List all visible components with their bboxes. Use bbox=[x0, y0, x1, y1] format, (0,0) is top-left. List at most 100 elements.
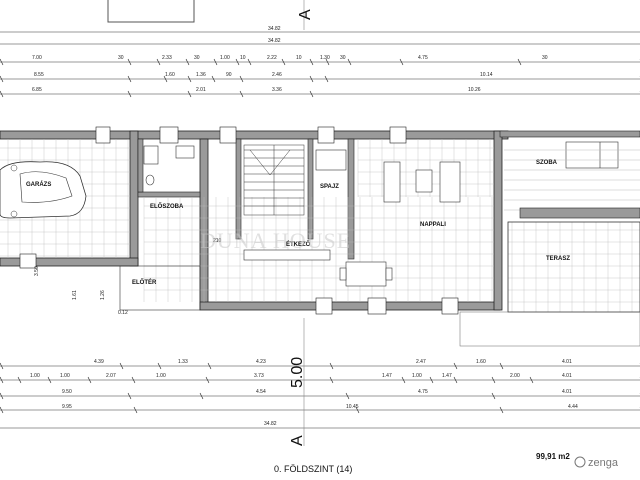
tick bbox=[187, 75, 192, 83]
dim-label: 30 bbox=[118, 55, 124, 61]
bottom-dim-row-4: 9.95 10.45 4.44 bbox=[62, 404, 578, 410]
tick bbox=[499, 362, 504, 370]
dim-label: 1.47 bbox=[382, 373, 392, 379]
svg-text:A: A bbox=[297, 9, 314, 20]
tick bbox=[0, 58, 4, 66]
brand-label: zenga bbox=[588, 457, 619, 469]
floor-level-title: 0. FÖLDSZINT (14) bbox=[274, 464, 352, 474]
tick bbox=[0, 362, 4, 370]
dim-label: 2.01 bbox=[196, 87, 206, 93]
tick bbox=[131, 376, 136, 384]
dim-label: 1.30 bbox=[320, 55, 330, 61]
tick bbox=[235, 58, 240, 66]
tick bbox=[0, 392, 4, 400]
dim-label: 4.75 bbox=[418, 389, 428, 395]
dim-label: 1.33 bbox=[178, 359, 188, 365]
tick bbox=[127, 392, 132, 400]
stairs-icon bbox=[243, 144, 305, 216]
kitchen-counter bbox=[243, 149, 347, 261]
room-label-dining: ÉTKEZŐ bbox=[286, 240, 311, 248]
bedroom-wall bbox=[519, 207, 640, 219]
floor-area: 99,91 m2 bbox=[536, 452, 570, 461]
tick bbox=[133, 406, 138, 414]
tick bbox=[163, 75, 168, 83]
room-label-pantry: SPAJZ bbox=[320, 184, 339, 190]
tick bbox=[247, 58, 252, 66]
tick bbox=[281, 58, 286, 66]
dim-label: 2.07 bbox=[106, 373, 116, 379]
top-dim-total-2: 34.82 bbox=[268, 38, 281, 44]
dim-label: 9.95 bbox=[62, 404, 72, 410]
dim-label: 4.01 bbox=[562, 389, 572, 395]
dim-label: 1.36 bbox=[196, 72, 206, 78]
dim-label: 10 bbox=[296, 55, 302, 61]
small-label: 210 bbox=[213, 238, 222, 244]
tick bbox=[185, 58, 190, 66]
tick bbox=[309, 58, 314, 66]
tick bbox=[156, 58, 161, 66]
room-label-hall: ELŐSZOBA bbox=[150, 203, 184, 210]
dim-label: 90 bbox=[226, 72, 232, 78]
tick bbox=[329, 362, 334, 370]
tick bbox=[347, 58, 352, 66]
dim-label: 1.00 bbox=[220, 55, 230, 61]
tick bbox=[213, 58, 218, 66]
vertical-dim-label: 5.00 bbox=[289, 357, 306, 388]
bottom-dim-row-1: 4.39 1.33 4.23 2.47 1.60 4.01 bbox=[94, 359, 572, 365]
bottom-dimension-ticks bbox=[0, 362, 640, 414]
room-label-living: NAPPALI bbox=[420, 222, 446, 228]
top-dimension-lines bbox=[0, 31, 640, 95]
bedroom-floor-lines bbox=[504, 149, 640, 211]
dining-table-icon bbox=[339, 261, 393, 287]
dim-label: 30 bbox=[194, 55, 200, 61]
tick bbox=[17, 376, 22, 384]
dim-label: 7.00 bbox=[32, 55, 42, 61]
dim-label: 3.36 bbox=[272, 87, 282, 93]
sofa-icon bbox=[383, 161, 461, 203]
room-label-bedroom: SZOBA bbox=[536, 160, 558, 166]
tick bbox=[325, 58, 330, 66]
car-icon bbox=[0, 161, 87, 219]
dim-label: 1.00 bbox=[60, 373, 70, 379]
top-dimension-ticks bbox=[0, 58, 640, 98]
dim-label: 2.00 bbox=[510, 373, 520, 379]
tick bbox=[187, 90, 192, 98]
section-marker-top: A bbox=[297, 0, 314, 30]
tick bbox=[239, 90, 244, 98]
tick bbox=[453, 362, 458, 370]
tick bbox=[429, 376, 434, 384]
dim-label: 1.00 bbox=[412, 373, 422, 379]
side-dimension-labels: 1.61 3.50 1.26 0.12 bbox=[34, 266, 128, 316]
bottom-dimension-lines bbox=[0, 365, 640, 429]
dim-label: 10 bbox=[240, 55, 246, 61]
room-label-entry: ELŐTÉR bbox=[132, 278, 157, 286]
section-marker-label: A bbox=[289, 435, 306, 446]
top-dim-total-1: 34.82 bbox=[268, 26, 281, 32]
dim-label: 10.45 bbox=[346, 404, 359, 410]
dim-label: 2.46 bbox=[272, 72, 282, 78]
tick bbox=[207, 362, 212, 370]
dim-label: 2.47 bbox=[416, 359, 426, 365]
dim-label: 8.55 bbox=[34, 72, 44, 78]
dim-label: 30 bbox=[542, 55, 548, 61]
dim-label: 1.61 bbox=[72, 290, 78, 300]
dim-label: 0.12 bbox=[118, 310, 128, 316]
bathroom-fixtures bbox=[143, 145, 195, 186]
bottom-dim-row-3: 9.50 4.54 4.75 4.01 bbox=[62, 389, 572, 395]
bottom-dim-total: 34.82 bbox=[264, 421, 277, 427]
dim-label: 10.26 bbox=[468, 87, 481, 93]
dim-label: 1.60 bbox=[476, 359, 486, 365]
tick bbox=[355, 406, 360, 414]
tick bbox=[399, 58, 404, 66]
tick bbox=[239, 75, 244, 83]
tick bbox=[199, 392, 204, 400]
tick bbox=[324, 75, 329, 83]
zenga-logo: zenga bbox=[574, 456, 619, 469]
tick bbox=[453, 376, 458, 384]
terrace-step bbox=[459, 311, 640, 347]
tick bbox=[127, 75, 132, 83]
tile-grid bbox=[0, 139, 640, 312]
dim-label: 4.01 bbox=[562, 359, 572, 365]
tick bbox=[0, 376, 4, 384]
